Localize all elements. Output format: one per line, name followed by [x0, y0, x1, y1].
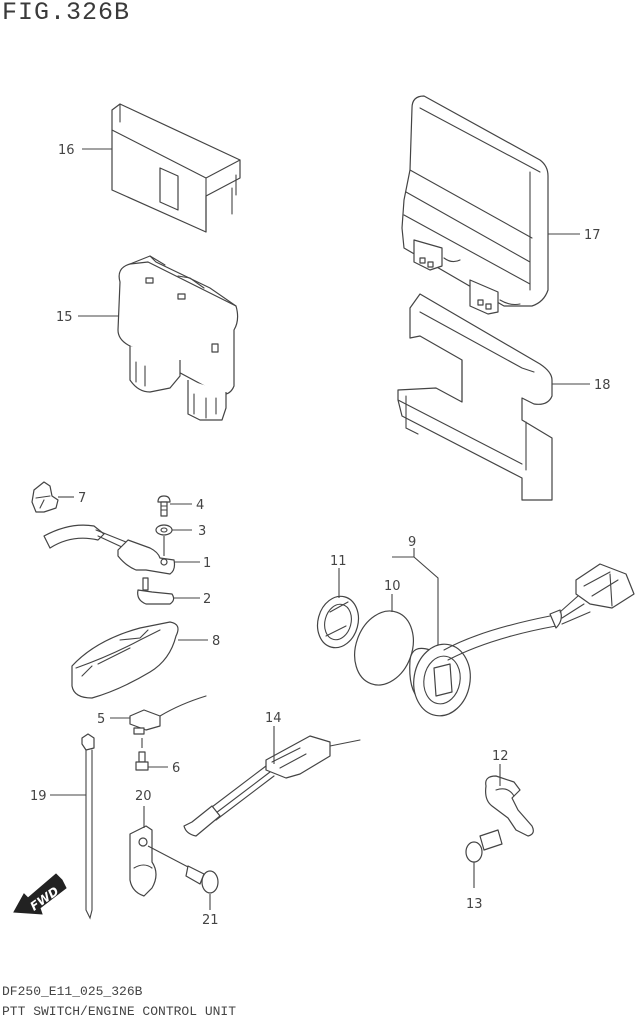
callout-4[interactable]: 4 — [196, 498, 204, 513]
part-4-screw[interactable] — [157, 495, 171, 517]
callout-1[interactable]: 1 — [203, 556, 211, 571]
part-16-cover[interactable] — [111, 103, 241, 233]
callout-20[interactable]: 20 — [135, 789, 152, 804]
part-9-ptt-assembly[interactable] — [408, 563, 635, 720]
part-20-clamp[interactable] — [129, 825, 157, 897]
part-11-bezel[interactable] — [312, 592, 364, 653]
callout-3[interactable]: 3 — [198, 524, 206, 539]
part-14-switch-harness[interactable] — [183, 735, 361, 837]
callout-18[interactable]: 18 — [594, 378, 611, 393]
callout-11[interactable]: 11 — [330, 554, 347, 569]
part-6-screw[interactable] — [135, 738, 149, 771]
callout-2[interactable]: 2 — [203, 592, 211, 607]
part-3-washer[interactable] — [155, 524, 173, 536]
callout-8[interactable]: 8 — [212, 634, 220, 649]
part-19-cable-tie[interactable] — [81, 733, 95, 920]
figure-name: PTT SWITCH/ENGINE CONTROL UNIT — [2, 1004, 237, 1019]
part-21-screw[interactable] — [147, 845, 219, 894]
callout-17[interactable]: 17 — [584, 228, 601, 243]
part-15-module[interactable] — [117, 255, 239, 421]
part-13-bolt[interactable] — [465, 829, 503, 863]
fwd-arrow-icon: FWD — [13, 873, 67, 915]
callout-12[interactable]: 12 — [492, 749, 509, 764]
callout-21[interactable]: 21 — [202, 913, 219, 928]
callout-6[interactable]: 6 — [172, 761, 180, 776]
part-8-panel[interactable] — [71, 621, 179, 699]
callout-7[interactable]: 7 — [78, 491, 86, 506]
callout-19[interactable]: 19 — [30, 789, 47, 804]
callout-5[interactable]: 5 — [97, 712, 105, 727]
callout-9[interactable]: 9 — [408, 535, 416, 550]
part-1-ptt-switch[interactable] — [43, 524, 176, 575]
callout-16[interactable]: 16 — [58, 143, 75, 158]
part-5-microswitch[interactable] — [129, 695, 207, 735]
callout-15[interactable]: 15 — [56, 310, 73, 325]
figure-code: DF250_E11_025_326B — [2, 984, 143, 999]
part-12-clamp[interactable] — [485, 775, 534, 837]
part-2-lever[interactable] — [137, 577, 175, 605]
callout-14[interactable]: 14 — [265, 711, 282, 726]
callout-10[interactable]: 10 — [384, 579, 401, 594]
part-18-bracket[interactable] — [397, 293, 553, 501]
part-7-clip[interactable] — [31, 481, 59, 513]
figure-title: FIG.326B — [2, 0, 131, 27]
part-17-ecu[interactable] — [401, 95, 549, 315]
callout-13[interactable]: 13 — [466, 897, 483, 912]
leader-9 — [392, 548, 439, 650]
